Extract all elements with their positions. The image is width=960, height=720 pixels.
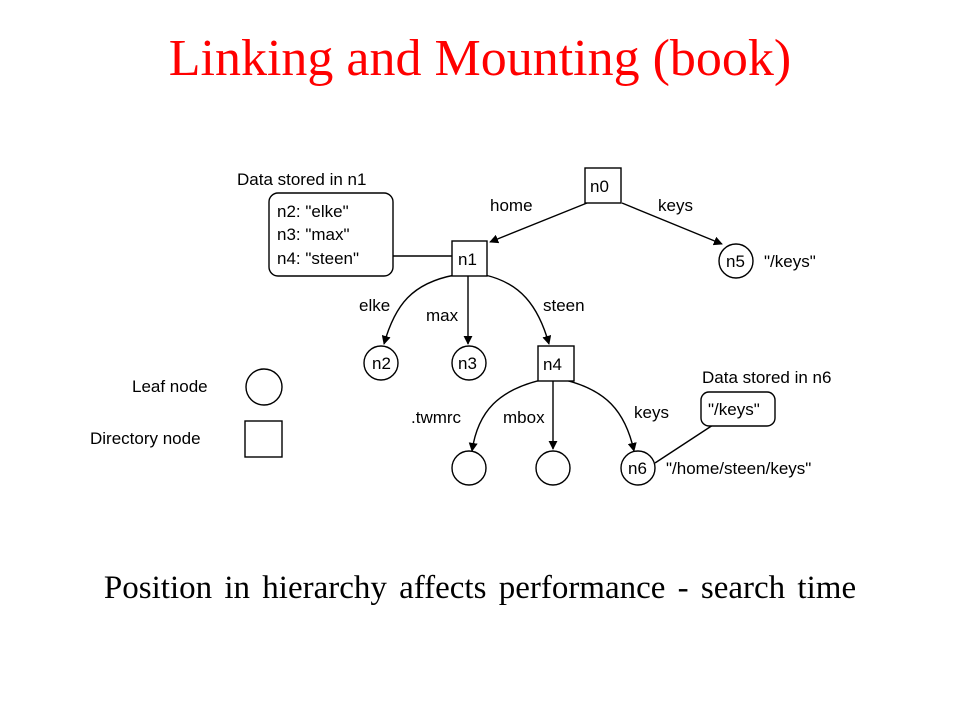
n1-data-heading: Data stored in n1: [237, 170, 366, 189]
legend-directory-symbol: [244, 420, 283, 458]
edge-keys-bottom: [564, 379, 637, 452]
n6-data-value: "/keys": [708, 400, 760, 419]
node-n1-label: n1: [458, 250, 477, 269]
edge-label-mbox: mbox: [503, 408, 545, 427]
n6-data-box: [700, 391, 776, 427]
node-n2-label: n2: [372, 354, 391, 373]
node-n3: [451, 345, 487, 381]
node-n5: [718, 243, 754, 279]
edge-label-steen: steen: [543, 296, 585, 315]
node-n4: [537, 345, 575, 382]
n5-path-label: "/keys": [764, 252, 816, 271]
legend-directory-label: Directory node: [90, 429, 201, 448]
edge-elke: [381, 274, 456, 345]
edge-label-keys-bottom: keys: [634, 403, 669, 422]
edge-twmrc: [468, 379, 542, 452]
legend-leaf-symbol: [245, 368, 283, 406]
node-n3-label: n3: [458, 354, 477, 373]
legend-leaf-label: Leaf node: [132, 377, 208, 396]
n1-data-line-2: n3: "max": [277, 225, 350, 244]
node-leaf-twmrc: [451, 450, 487, 486]
node-n6: [620, 450, 656, 486]
node-n2: [363, 345, 399, 381]
slide-caption: Position in hierarchy affects performanc…: [103, 570, 857, 606]
edge-steen: [484, 274, 552, 345]
slide-title: Linking and Mounting (book): [168, 30, 792, 87]
node-n0-label: n0: [590, 177, 609, 196]
n6-data-heading: Data stored in n6: [702, 368, 831, 387]
node-n1: [451, 240, 488, 277]
node-leaf-mbox: [535, 450, 571, 486]
edge-label-elke: elke: [359, 296, 390, 315]
edge-label-max: max: [426, 306, 459, 325]
node-n4-label: n4: [543, 355, 562, 374]
edge-label-home: home: [490, 196, 533, 215]
edge-label-twmrc: .twmrc: [411, 408, 462, 427]
edge-home: [489, 202, 588, 244]
node-n5-label: n5: [726, 252, 745, 271]
n6-data-connector: [654, 424, 714, 464]
n1-data-box: [268, 192, 394, 277]
node-n6-label: n6: [628, 459, 647, 478]
edge-keys-top: [621, 202, 723, 246]
edge-label-keys: keys: [658, 196, 693, 215]
node-n0: [584, 167, 622, 204]
n6-path-label: "/home/steen/keys": [666, 459, 811, 478]
n1-data-line-3: n4: "steen": [277, 249, 359, 268]
n1-data-line-1: n2: "elke": [277, 202, 349, 221]
